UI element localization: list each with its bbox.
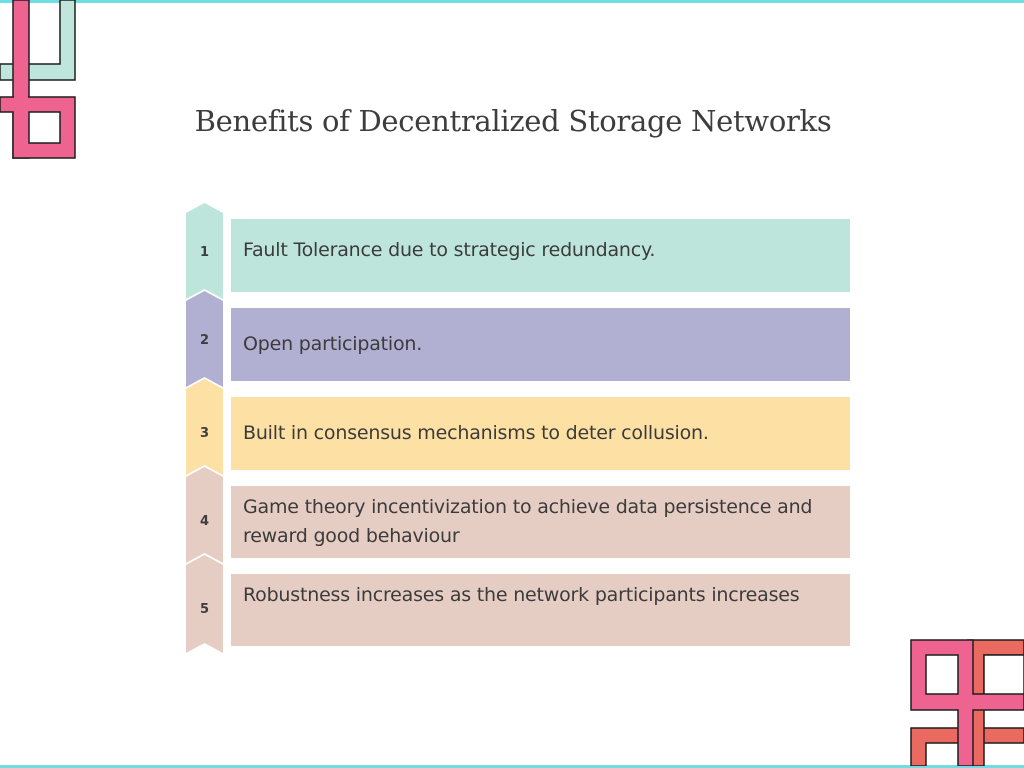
decorative-knot-bottom-right-icon [910,639,1024,766]
benefit-card-3: Built in consensus mechanisms to deter c… [231,397,850,470]
benefit-text: Built in consensus mechanisms to deter c… [243,422,709,444]
step-number: 1 [199,245,210,260]
benefit-text: Game theory incentivization to achieve d… [243,496,813,547]
step-number: 3 [199,426,210,441]
step-number: 5 [199,602,210,617]
benefit-text: Fault Tolerance due to strategic redunda… [243,239,656,261]
benefit-card-4: Game theory incentivization to achieve d… [231,486,850,558]
step-marker-4: 4 [186,467,223,563]
bottom-border-line [0,765,1024,768]
step-number: 2 [199,333,210,348]
decorative-knot-top-left-icon [0,0,76,159]
step-marker-5: 5 [186,555,223,653]
slide-title: Benefits of Decentralized Storage Networ… [194,104,832,138]
step-marker-3: 3 [186,379,223,475]
benefit-text: Open participation. [243,333,423,355]
benefit-card-5: Robustness increases as the network part… [231,574,850,646]
benefit-text: Robustness increases as the network part… [243,584,800,606]
benefit-card-1: Fault Tolerance due to strategic redunda… [231,219,850,292]
step-marker-2: 2 [186,291,223,387]
step-marker-1: 1 [186,203,223,299]
top-border-line [0,0,1024,3]
benefit-card-2: Open participation. [231,308,850,381]
step-number: 4 [199,514,210,529]
